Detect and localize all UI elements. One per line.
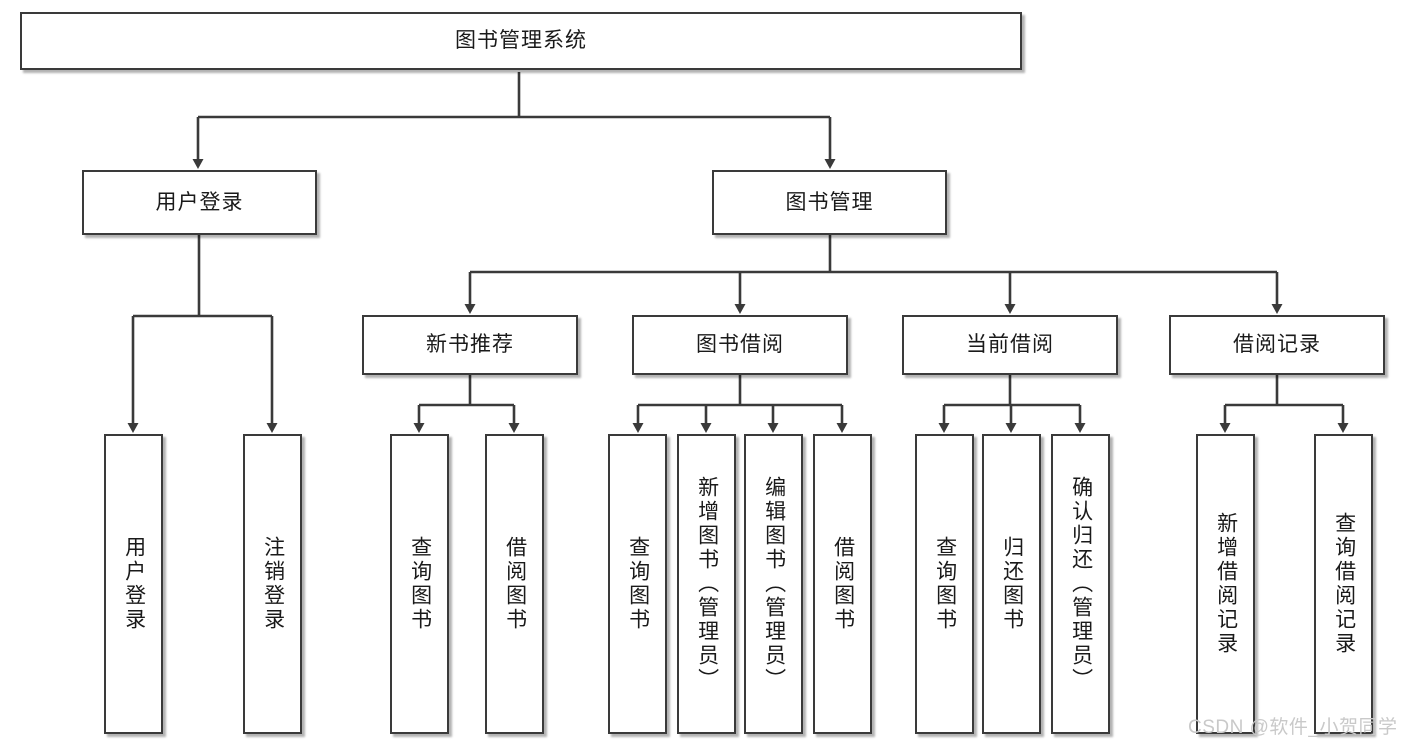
leaf-label: 借阅图书 xyxy=(503,536,527,632)
node-new-book-recommend[interactable]: 新书推荐 xyxy=(362,315,578,375)
leaf-borrow-query-book: 查询图书 xyxy=(608,434,667,734)
leaf-label: 新增图书（管理员） xyxy=(695,476,719,692)
leaf-record-add: 新增借阅记录 xyxy=(1196,434,1255,734)
leaf-user-login: 用户登录 xyxy=(104,434,163,734)
leaf-label: 查询图书 xyxy=(626,536,650,632)
node-user-login[interactable]: 用户登录 xyxy=(82,170,317,235)
node-root-system[interactable]: 图书管理系统 xyxy=(20,12,1022,70)
leaf-current-confirm-return: 确认归还（管理员） xyxy=(1051,434,1110,734)
leaf-current-query-book: 查询图书 xyxy=(915,434,974,734)
node-book-management[interactable]: 图书管理 xyxy=(712,170,947,235)
leaf-current-return-book: 归还图书 xyxy=(982,434,1041,734)
watermark-text: CSDN @软件_小贺同学 xyxy=(1188,717,1398,738)
leaf-new-book-query: 查询图书 xyxy=(390,434,449,734)
leaf-label: 确认归还（管理员） xyxy=(1069,476,1093,692)
leaf-label: 借阅图书 xyxy=(831,536,855,632)
leaf-borrow-borrow-book: 借阅图书 xyxy=(813,434,872,734)
node-book-borrow[interactable]: 图书借阅 xyxy=(632,315,848,375)
leaf-label: 注销登录 xyxy=(261,536,285,632)
leaf-label: 查询借阅记录 xyxy=(1332,512,1356,656)
leaf-label: 归还图书 xyxy=(1000,536,1024,632)
leaf-label: 编辑图书（管理员） xyxy=(762,476,786,692)
leaf-new-book-borrow: 借阅图书 xyxy=(485,434,544,734)
leaf-logout: 注销登录 xyxy=(243,434,302,734)
leaf-label: 新增借阅记录 xyxy=(1214,512,1238,656)
node-current-borrow[interactable]: 当前借阅 xyxy=(902,315,1118,375)
leaf-label: 用户登录 xyxy=(122,536,146,632)
leaf-borrow-edit-book: 编辑图书（管理员） xyxy=(744,434,803,734)
node-borrow-record[interactable]: 借阅记录 xyxy=(1169,315,1385,375)
leaf-label: 查询图书 xyxy=(408,536,432,632)
leaf-borrow-add-book: 新增图书（管理员） xyxy=(677,434,736,734)
leaf-label: 查询图书 xyxy=(933,536,957,632)
leaf-record-query: 查询借阅记录 xyxy=(1314,434,1373,734)
